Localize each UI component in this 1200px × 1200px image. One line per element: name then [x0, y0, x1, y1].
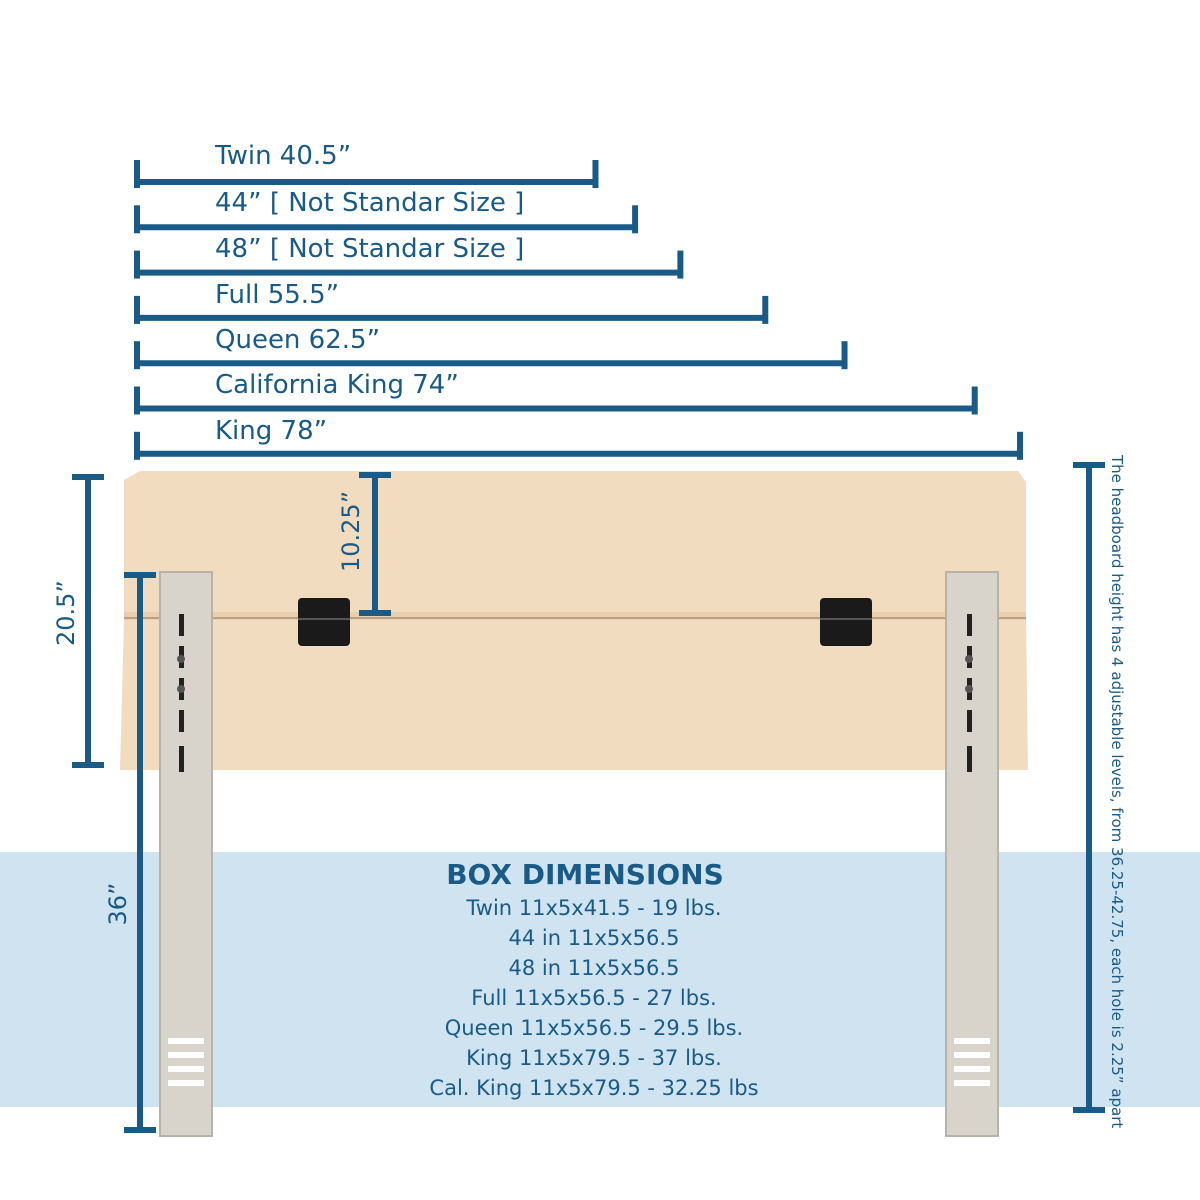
width-label-full: Full 55.5” — [215, 280, 340, 310]
width-dimension-bars — [134, 160, 1023, 460]
box-dimension-line: Full 11x5x56.5 - 27 lbs. — [471, 986, 717, 1010]
box-dimension-line: 44 in 11x5x56.5 — [508, 926, 680, 950]
headboard-height-label: 20.5” — [52, 580, 80, 646]
headboard-height-dimension — [72, 474, 104, 768]
width-label-california-king: California King 74” — [215, 370, 459, 400]
box-dimension-line: Cal. King 11x5x79.5 - 32.25 lbs — [429, 1076, 759, 1100]
adjustable-range-dimension — [1073, 462, 1105, 1113]
box-dimensions-list: Twin 11x5x41.5 - 19 lbs. 44 in 11x5x56.5… — [0, 893, 1188, 1103]
width-label-king: King 78” — [215, 416, 328, 446]
leg-left — [159, 571, 213, 1137]
hinge-offset-dimension — [359, 472, 391, 616]
width-bar-california-king — [134, 386, 978, 415]
hinge-left — [298, 598, 350, 646]
hinge-right — [820, 598, 872, 646]
leg-height-dimension — [124, 572, 156, 1133]
width-label-twin: Twin 40.5” — [215, 141, 352, 171]
box-dimension-line: 48 in 11x5x56.5 — [508, 956, 680, 980]
width-bar-full — [134, 295, 769, 324]
width-bar-queen — [134, 341, 848, 370]
width-label-48: 48” [ Not Standar Size ] — [215, 234, 525, 264]
box-dimensions-title: BOX DIMENSIONS — [446, 858, 724, 891]
box-dimension-line: Twin 11x5x41.5 - 19 lbs. — [466, 896, 722, 920]
width-bar-twin — [134, 160, 599, 188]
width-label-44: 44” [ Not Standar Size ] — [215, 188, 525, 218]
width-bar-44 — [134, 205, 639, 234]
hinge-offset-label: 10.25” — [337, 490, 365, 572]
width-bar-king — [134, 431, 1023, 460]
width-label-queen: Queen 62.5” — [215, 325, 381, 355]
width-bar-48 — [134, 250, 684, 279]
headboard-panel — [120, 471, 1028, 770]
box-dimension-line: Queen 11x5x56.5 - 29.5 lbs. — [444, 1016, 744, 1040]
leg-right — [945, 571, 999, 1137]
box-dimension-line: King 11x5x79.5 - 37 lbs. — [466, 1046, 722, 1070]
